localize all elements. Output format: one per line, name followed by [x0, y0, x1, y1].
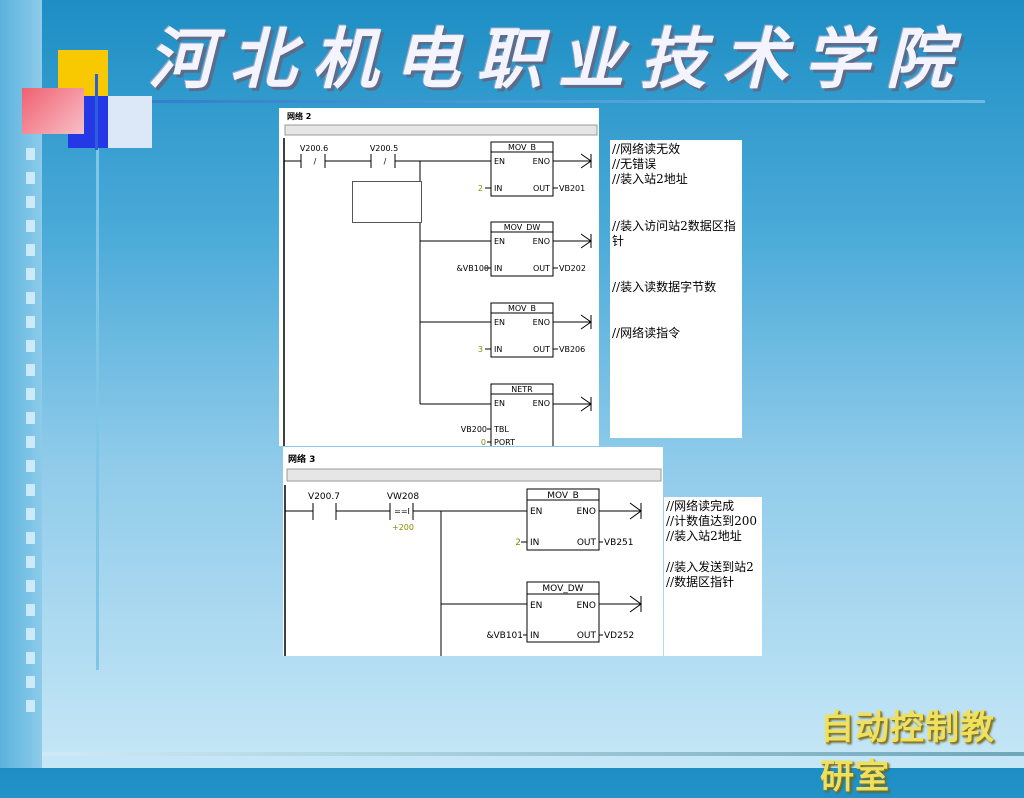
- box-4-port-value: 0: [481, 438, 486, 446]
- network-2-panel: 网络 2 V200.6 / V200.5 / MOV_B EN ENO IN O…: [279, 108, 599, 446]
- box-3-en: EN: [494, 318, 505, 327]
- n3-contact-1-address: V200.7: [308, 492, 340, 502]
- title-underline: [60, 100, 985, 103]
- network-2-comments: //网络读无效 //无错误 //装入站2地址 //装入访问站2数据区指 针 //…: [610, 140, 742, 438]
- comment-line: //网络读指令: [612, 326, 681, 340]
- box-3-out-value: VB206: [559, 345, 585, 354]
- n3-contact-2-address: VW208: [387, 492, 420, 502]
- box-4-port-label: PORT: [494, 438, 515, 446]
- network-3-header: 网络 3: [288, 453, 315, 465]
- contact-1-address: V200.6: [300, 144, 328, 153]
- box-4-eno: ENO: [533, 399, 550, 408]
- n3-box-2-en: EN: [530, 601, 542, 611]
- box-2-in-value: &VB100: [457, 264, 489, 273]
- box-3-eno: ENO: [533, 318, 550, 327]
- comment-line: //装入站2地址: [666, 529, 742, 543]
- box-1-eno: ENO: [533, 157, 550, 166]
- comment-line: //无错误: [612, 157, 657, 171]
- comment-line: 针: [612, 234, 625, 248]
- box-2-eno: ENO: [533, 237, 550, 246]
- box-1-en: EN: [494, 157, 505, 166]
- n3-box-2-out-label: OUT: [577, 631, 597, 641]
- comment-line: //装入访问站2数据区指: [612, 219, 736, 233]
- n3-box-1-in-label: IN: [530, 538, 539, 548]
- box-3-in-label: IN: [494, 345, 502, 354]
- slide-title: 河北机电职业技术学院: [148, 20, 968, 98]
- network-3-ladder: 网络 3 V200.7 VW208 ==I +200 MOV_B EN ENO …: [284, 453, 662, 656]
- comment-line: //数据区指针: [666, 575, 735, 589]
- box-2-name: MOV_DW: [504, 223, 541, 232]
- comment-line: //装入发送到站2: [666, 560, 754, 574]
- empty-overlay-box: [352, 181, 422, 223]
- box-3-name: MOV_B: [508, 304, 536, 313]
- n3-box-1-en: EN: [530, 507, 542, 517]
- comment-line: //装入站2地址: [612, 172, 688, 186]
- n3-box-2-in-label: IN: [530, 631, 539, 641]
- comment-line: //网络读无效: [612, 142, 681, 156]
- contact-2-address: V200.5: [370, 144, 398, 153]
- n3-box-2-out-value: VD252: [604, 631, 634, 641]
- comment-line: //装入读数据字节数: [612, 280, 717, 294]
- n3-box-1-name: MOV_B: [547, 491, 579, 501]
- network-3-comments: //网络读完成 //计数值达到200 //装入站2地址 //装入发送到站2 //…: [664, 497, 762, 656]
- box-1-name: MOV_B: [508, 143, 536, 152]
- box-4-en: EN: [494, 399, 505, 408]
- n3-contact-2-operand: +200: [392, 523, 414, 532]
- decorative-vertical-line: [96, 70, 99, 670]
- box-3-in-value: 3: [478, 345, 483, 354]
- n3-box-1-eno: ENO: [576, 507, 596, 517]
- box-4-tbl-label: TBL: [493, 425, 509, 434]
- contact-1-symbol: /: [314, 157, 317, 166]
- color-squares-decoration: [22, 48, 157, 153]
- footer-line: [42, 752, 1024, 756]
- n3-box-1-out-value: VB251: [604, 538, 634, 548]
- lab-name: 自动控制教研室: [820, 708, 995, 797]
- n3-box-2-name: MOV_DW: [542, 584, 583, 594]
- n3-contact-2-symbol: ==I: [394, 507, 410, 516]
- box-2-out-label: OUT: [533, 264, 550, 273]
- box-2-en: EN: [494, 237, 505, 246]
- network-2-ladder: 网络 2 V200.6 / V200.5 / MOV_B EN ENO IN O…: [283, 111, 598, 446]
- comment-line: //计数值达到200: [666, 514, 757, 528]
- n3-box-2-eno: ENO: [576, 601, 596, 611]
- contact-2-symbol: /: [384, 157, 387, 166]
- network-3-panel: 网络 3 V200.7 VW208 ==I +200 MOV_B EN ENO …: [283, 447, 663, 656]
- comment-line: //网络读完成: [666, 499, 735, 513]
- box-2-out-value: VD202: [559, 264, 586, 273]
- box-4-tbl-value: VB200: [461, 425, 487, 434]
- box-1-out-label: OUT: [533, 184, 550, 193]
- network-2-header: 网络 2: [287, 111, 311, 121]
- box-2-in-label: IN: [494, 264, 502, 273]
- box-3-out-label: OUT: [533, 345, 550, 354]
- n3-box-1-in-value: 2: [515, 538, 521, 548]
- n3-box-2-in-value: &VB101: [486, 631, 523, 641]
- box-1-out-value: VB201: [559, 184, 585, 193]
- box-1-in-value: 2: [478, 184, 483, 193]
- box-1-in-label: IN: [494, 184, 502, 193]
- box-4-name: NETR: [511, 385, 533, 394]
- n3-box-1-out-label: OUT: [577, 538, 597, 548]
